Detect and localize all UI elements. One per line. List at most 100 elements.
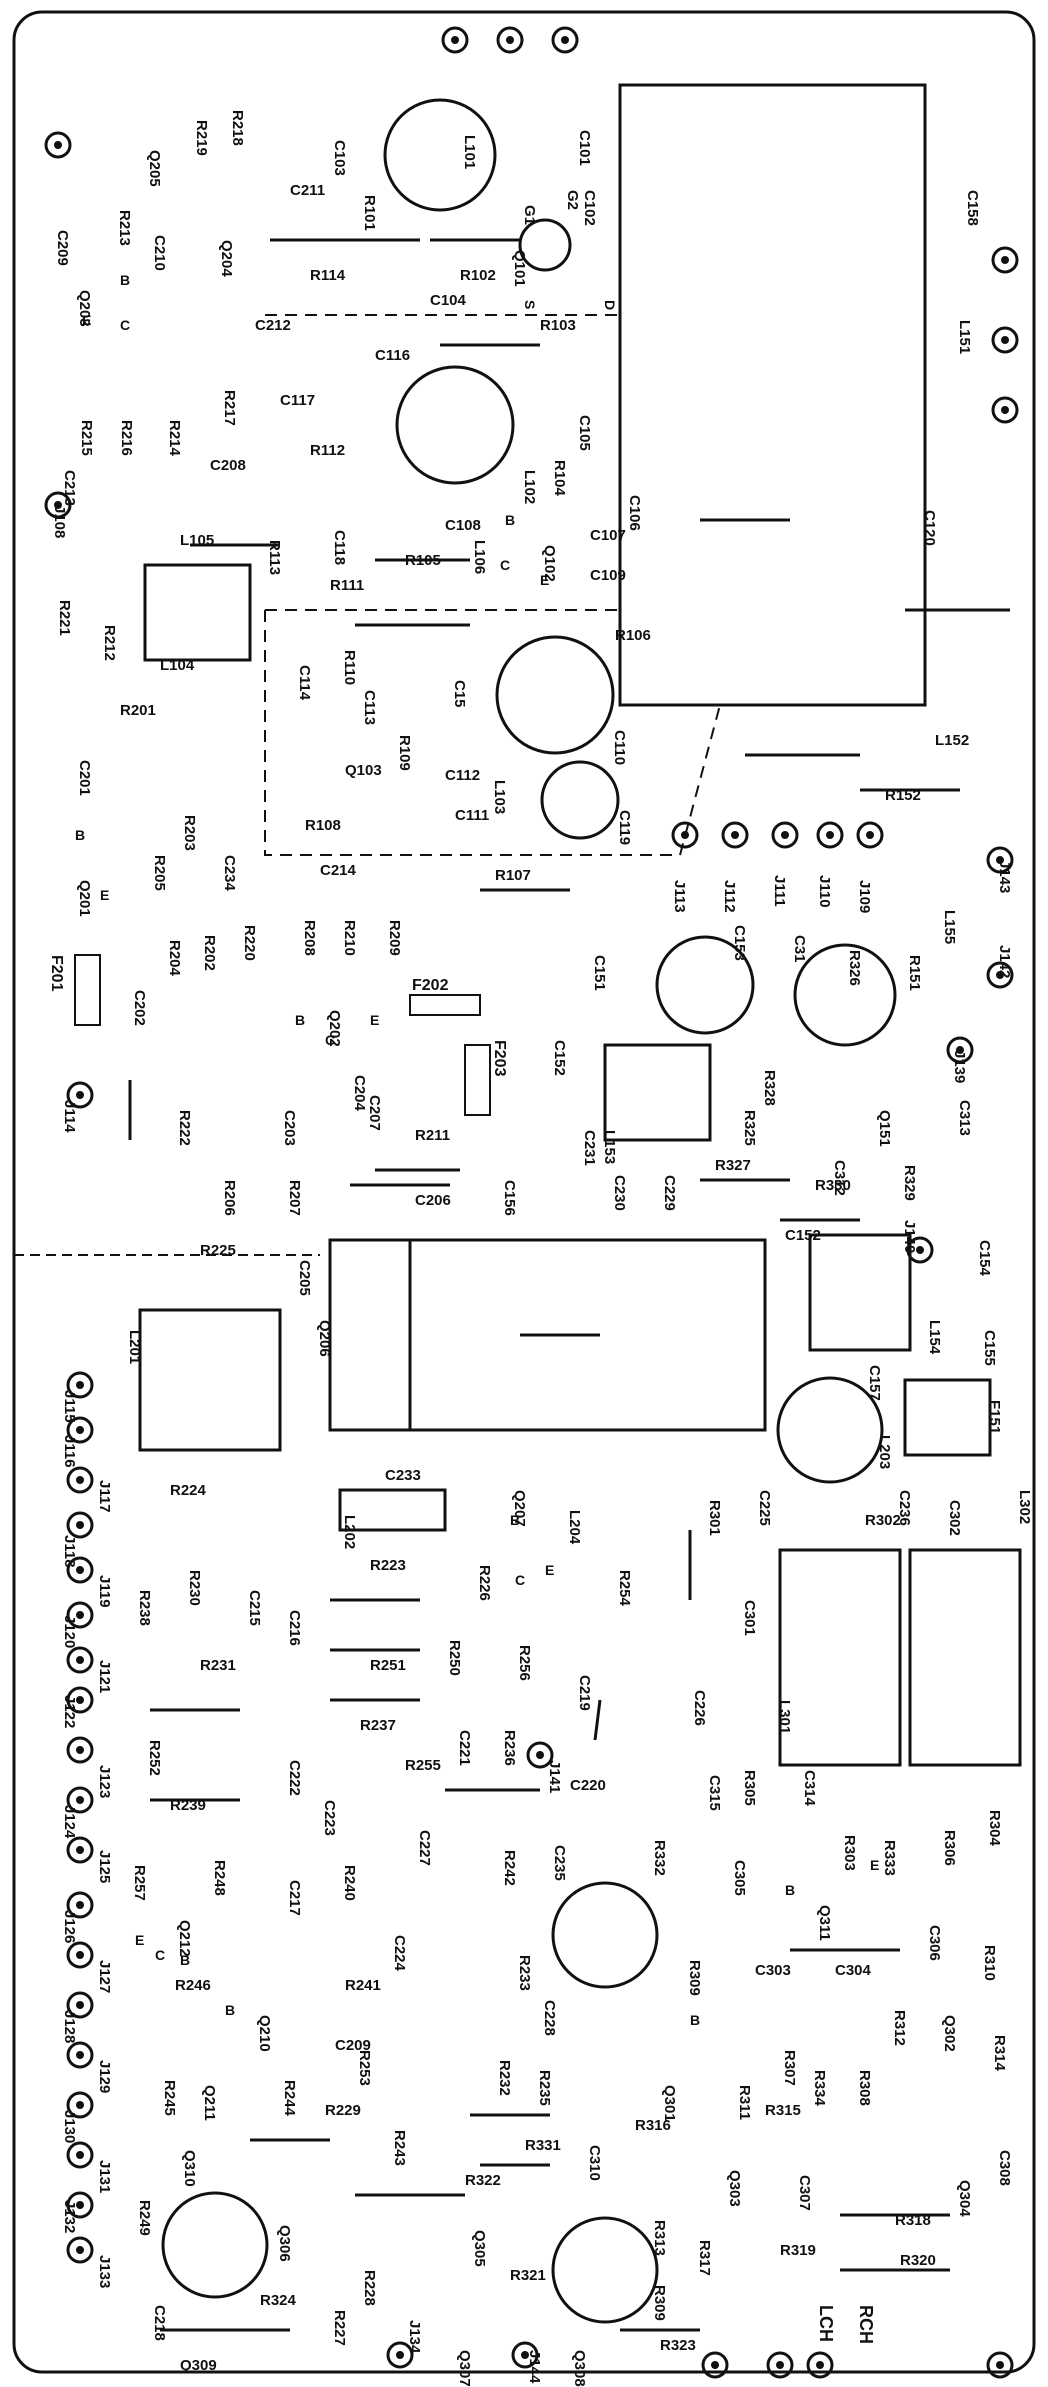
component-label: R321 [510,2267,546,2284]
component-label: C155 [981,1330,998,1366]
component-label: R253 [356,2050,373,2086]
component-label: J109 [856,880,873,913]
component-label: R317 [696,2240,713,2276]
jack-pad-j102 [496,26,524,54]
jack-pad-j110 [816,821,844,849]
component-label: R241 [345,1977,381,1994]
component-label: J121 [96,1660,113,1693]
component-label: L203 [876,1435,893,1469]
component-label: R257 [131,1865,148,1901]
component-label: J132 [61,2200,78,2233]
jack-pad-j142 [986,961,1014,989]
component-label: R312 [891,2010,908,2046]
component-label: L201 [126,1330,143,1364]
jack-pad-j106 [991,396,1019,424]
jack-pad-j123 [66,1736,94,1764]
jack-pad-j126 [66,1891,94,1919]
component-label: R151 [906,955,923,991]
component-label: R243 [391,2130,408,2166]
component-label: Q311 [816,1905,833,1941]
component-label: R101 [361,195,378,231]
component-label: R203 [181,815,198,851]
component-label: R219 [193,120,210,156]
component-label: J115 [61,1390,78,1423]
component-label: Q309 [180,2357,217,2374]
component-label: C305 [731,1860,748,1896]
jack-pad-j114 [66,1081,94,1109]
component-label: S [522,300,538,309]
component-label: R233 [516,1955,533,1991]
component-label: J108 [51,505,68,538]
coil-l103 [495,635,615,755]
jack-pad-j134 [386,2341,414,2369]
component-label: J125 [96,1850,113,1883]
coil-l153 [603,1043,712,1142]
frame-f203-label: F203 [491,1040,508,1077]
component-label: C209 [335,2037,371,2054]
component-label: R304 [986,1810,1003,1847]
component-label: G2 [564,190,581,210]
component-label: R334 [811,2070,828,2107]
component-label: C215 [246,1590,263,1626]
component-label: C226 [691,1690,708,1726]
component-label: R245 [161,2080,178,2116]
frame-f202 [409,994,481,1016]
component-label: R323 [660,2337,696,2354]
component-label: R112 [310,442,345,459]
component-label: J134 [406,2320,423,2354]
component-label: L153 [601,1130,618,1164]
component-label: R229 [325,2102,361,2119]
jack-pad-j131 [66,2141,94,2169]
component-label: C216 [286,1610,303,1646]
component-label: C234 [221,855,238,892]
coil-l202 [338,1488,447,1532]
component-label: Q206 [316,1320,333,1357]
transformer-l203 [776,1376,884,1484]
component-label: R230 [186,1570,203,1606]
label-rch: RCH [856,2305,876,2344]
component-label: R239 [170,1797,206,1814]
component-label: J123 [96,1765,113,1798]
component-label: R216 [118,420,135,456]
capacitor-c218 [161,2191,269,2299]
component-label: L151 [956,320,973,354]
component-label: F151 [986,1400,1003,1434]
coil-l154 [808,1233,912,1352]
component-label: R328 [761,1070,778,1106]
frame-f203 [464,1044,491,1116]
jack-pad-j109 [856,821,884,849]
jack-pad-j130 [66,2091,94,2119]
component-label: C306 [926,1925,943,1961]
component-label: C204 [351,1075,368,1112]
component-label: C [325,1032,335,1048]
component-label: J116 [61,1435,78,1468]
jack-pad-j113 [671,821,699,849]
component-label: J111 [771,875,788,907]
component-label: C210 [151,235,168,271]
component-label: C227 [416,1830,433,1866]
jack-pad-j132 [66,2191,94,2219]
frame-f201 [74,954,101,1026]
component-label: C [515,1572,525,1588]
component-label: L154 [926,1320,943,1355]
component-label: R107 [495,867,531,884]
component-label: R249 [136,2200,153,2236]
component-label: R210 [341,920,358,956]
component-label: R111 [330,577,364,594]
component-label: C111 [455,807,489,824]
component-label: C312 [831,1160,848,1196]
component-label: R212 [101,625,118,661]
component-label: Q212 [176,1920,193,1957]
component-label: J110 [816,875,833,908]
component-label: Q204 [218,240,235,277]
component-label: R314 [991,2035,1008,2072]
component-label: R306 [941,1830,958,1866]
component-label: C152 [785,1227,821,1244]
component-label: Q151 [876,1110,893,1147]
component-label: C153 [731,925,748,961]
component-label: C236 [896,1490,913,1526]
component-label: R109 [396,735,413,771]
component-label: C235 [551,1845,568,1881]
component-label: R205 [151,855,168,891]
component-label: E [545,1562,554,1578]
